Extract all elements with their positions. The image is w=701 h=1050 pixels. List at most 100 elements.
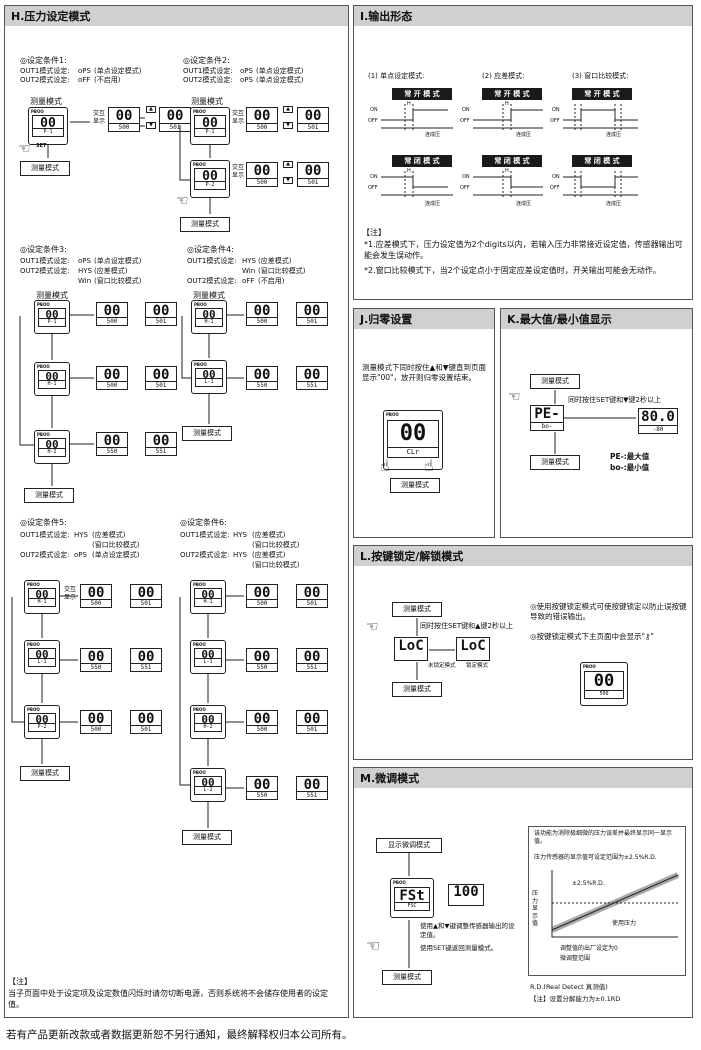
i-on: ON [552, 174, 560, 180]
i-note-title: 【注】 [362, 228, 386, 237]
c6-o1d2: (窗口比较模式) [252, 541, 300, 549]
i-on: ON [462, 107, 470, 113]
m-g7: 微调整范围 [560, 955, 591, 962]
i-no-2: 常 开 模 式 [482, 88, 542, 100]
m-g6: 调整值的出厂设定为0 [560, 945, 618, 952]
l-text: 同时按住SET键和▲键2秒以上 [420, 622, 513, 630]
c6-o2: OUT2模式设定: [180, 551, 230, 559]
c4-o1d2: (窗口比较模式) [258, 267, 306, 275]
up-icon: ▲ [283, 106, 293, 113]
i-note-2: *2.窗口比较模式下，当2个设定点小于固定应差设定值时，开关输出可能会无动作。 [364, 266, 661, 275]
c3-o3v: Win [78, 277, 92, 285]
k-l1: PE-:最大值 [610, 452, 650, 461]
c3-measure-box: 测量模式 [24, 488, 74, 503]
i-m2: (2) 应差模式: [482, 72, 525, 80]
i-cont: 连成压 [425, 201, 441, 207]
i-cont: 连成压 [606, 201, 622, 207]
i-cont: 连成压 [516, 201, 532, 207]
c6-title: ◎设定条件6: [180, 518, 227, 527]
i-off: OFF [550, 185, 560, 191]
i-h: H [407, 168, 411, 174]
i-m1: (1) 单点设定模式: [368, 72, 425, 80]
m-lcd: 100 [448, 884, 484, 906]
c1-o2: OUT2模式设定: [20, 76, 70, 84]
section-k-title: K.最大值/最小值显示 [501, 309, 692, 329]
c2-o2v: oPS [240, 76, 253, 84]
c1-o2v: oFF [78, 76, 91, 84]
c4-o2: OUT2模式设定: [187, 277, 237, 285]
section-m-title: M.微调模式 [354, 768, 692, 788]
c1-alt: 交互显示 [93, 110, 106, 125]
i-off: OFF [550, 118, 560, 124]
c3-o2v: HYS [78, 267, 92, 275]
c1-measure-box: 测量模式 [20, 161, 70, 176]
c2-o2: OUT2模式设定: [183, 76, 233, 84]
l-lcd-locked: LoC [456, 637, 490, 661]
c2-measure-box: 测量模式 [180, 217, 230, 232]
c3-o1v: oPS [78, 257, 91, 265]
l-d1: ◎使用按键锁定模式可使按键锁定以防止误按键导致的错误输出。 [530, 602, 687, 622]
c2-o1: OUT1模式设定: [183, 67, 233, 75]
i-off: OFF [368, 118, 378, 124]
i-off: OFF [460, 118, 470, 124]
c3-o3d: (窗口比较模式) [94, 277, 142, 285]
m-g5: 压力显示值 [532, 890, 539, 927]
m-g3: ±2.5%R.D. [572, 880, 605, 887]
c5-o1: OUT1模式设定: [20, 531, 70, 539]
j-text: 测量模式下同时按住▲和▼键直到页面显示"00"，放开则归零设置结束。 [362, 363, 487, 383]
i-h: H [407, 101, 411, 107]
c2-alt-2: 交互显示 [232, 164, 245, 179]
m-graph-box [528, 826, 686, 976]
h-flow-lines [11, 117, 244, 828]
c5-measure-box: 测量模式 [20, 766, 70, 781]
l-locked: 锁定模式 [466, 663, 489, 669]
c1-title: ◎设定条件1: [20, 56, 67, 65]
i-h: H [505, 168, 509, 174]
c4-title: ◎设定条件4: [187, 245, 234, 254]
c4-o2v: oFF [242, 277, 255, 285]
m-lines [408, 853, 410, 968]
hand-icon: ☜ [508, 389, 521, 405]
c5-o2d: (单点设定模式) [92, 551, 140, 559]
c2-alt-1: 交互显示 [232, 110, 245, 125]
c4-measure-label: 测量模式 [193, 291, 225, 300]
i-note-1: *1.应差模式下，压力设定值为2个digits以内，若输入压力非常接近设定值，传… [364, 240, 683, 260]
i-off: OFF [368, 185, 378, 191]
c5-o1v: HYS [74, 531, 88, 539]
c1-o1v: oPS [78, 67, 91, 75]
c6-o1v: HYS [233, 531, 247, 539]
m-t1: 使用▲和▼键调整传感器输出的设定值。 [420, 922, 515, 939]
k-measure-box: 测量模式 [530, 374, 580, 389]
c4-o1d: (应差模式) [258, 257, 292, 265]
c6-o2d: (应差模式) [252, 551, 286, 559]
k-measure-box-2: 测量模式 [530, 455, 580, 470]
k-lcd-pe: PE-bo- [530, 405, 564, 431]
hand-icon: ☝ [424, 456, 434, 475]
i-nc-1: 常 闭 模 式 [392, 155, 452, 167]
c3-o2d: (应差模式) [94, 267, 128, 275]
c4-measure-box: 测量模式 [182, 426, 232, 441]
c1-o2d: (不启用) [94, 76, 121, 84]
